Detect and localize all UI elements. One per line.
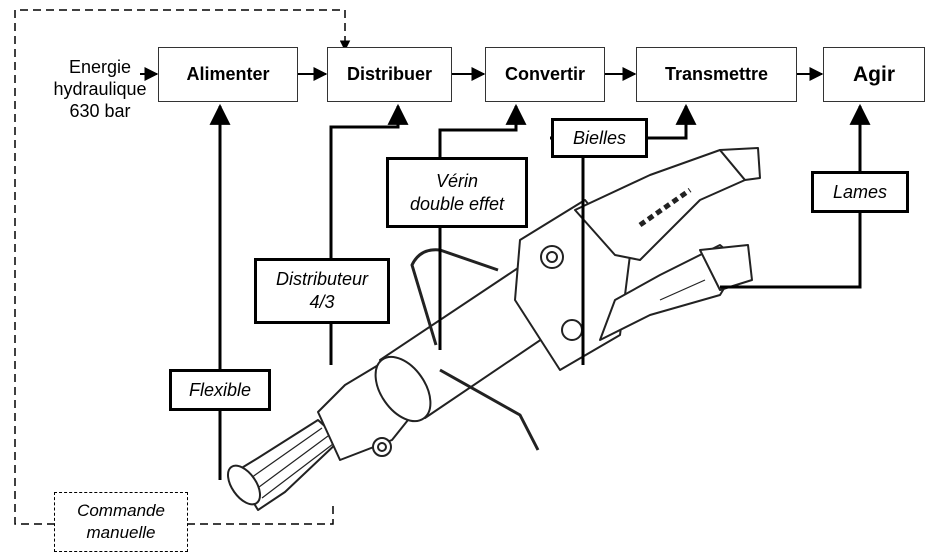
command-feedback-line (14, 9, 351, 525)
function-convertir: Convertir (485, 47, 605, 102)
distributeur-link (329, 103, 409, 365)
verin-link (438, 103, 527, 350)
lames-link (720, 103, 871, 289)
component-lames: Lames (811, 171, 909, 213)
component-flexible: Flexible (169, 369, 271, 411)
function-alimenter: Alimenter (158, 47, 298, 102)
command-to-valve-line (187, 505, 334, 525)
function-transmettre: Transmettre (636, 47, 797, 102)
component-bielles: Bielles (551, 118, 648, 158)
component-verin: Vérin double effet (386, 157, 528, 228)
component-commande-manuelle: Commande manuelle (54, 492, 188, 552)
spreader-tool-illustration (227, 147, 761, 511)
component-distributeur: Distributeur 4/3 (254, 258, 390, 324)
function-distribuer: Distribuer (327, 47, 452, 102)
input-energy-label: Energie hydraulique 630 bar (53, 57, 147, 121)
function-agir: Agir (823, 47, 925, 102)
